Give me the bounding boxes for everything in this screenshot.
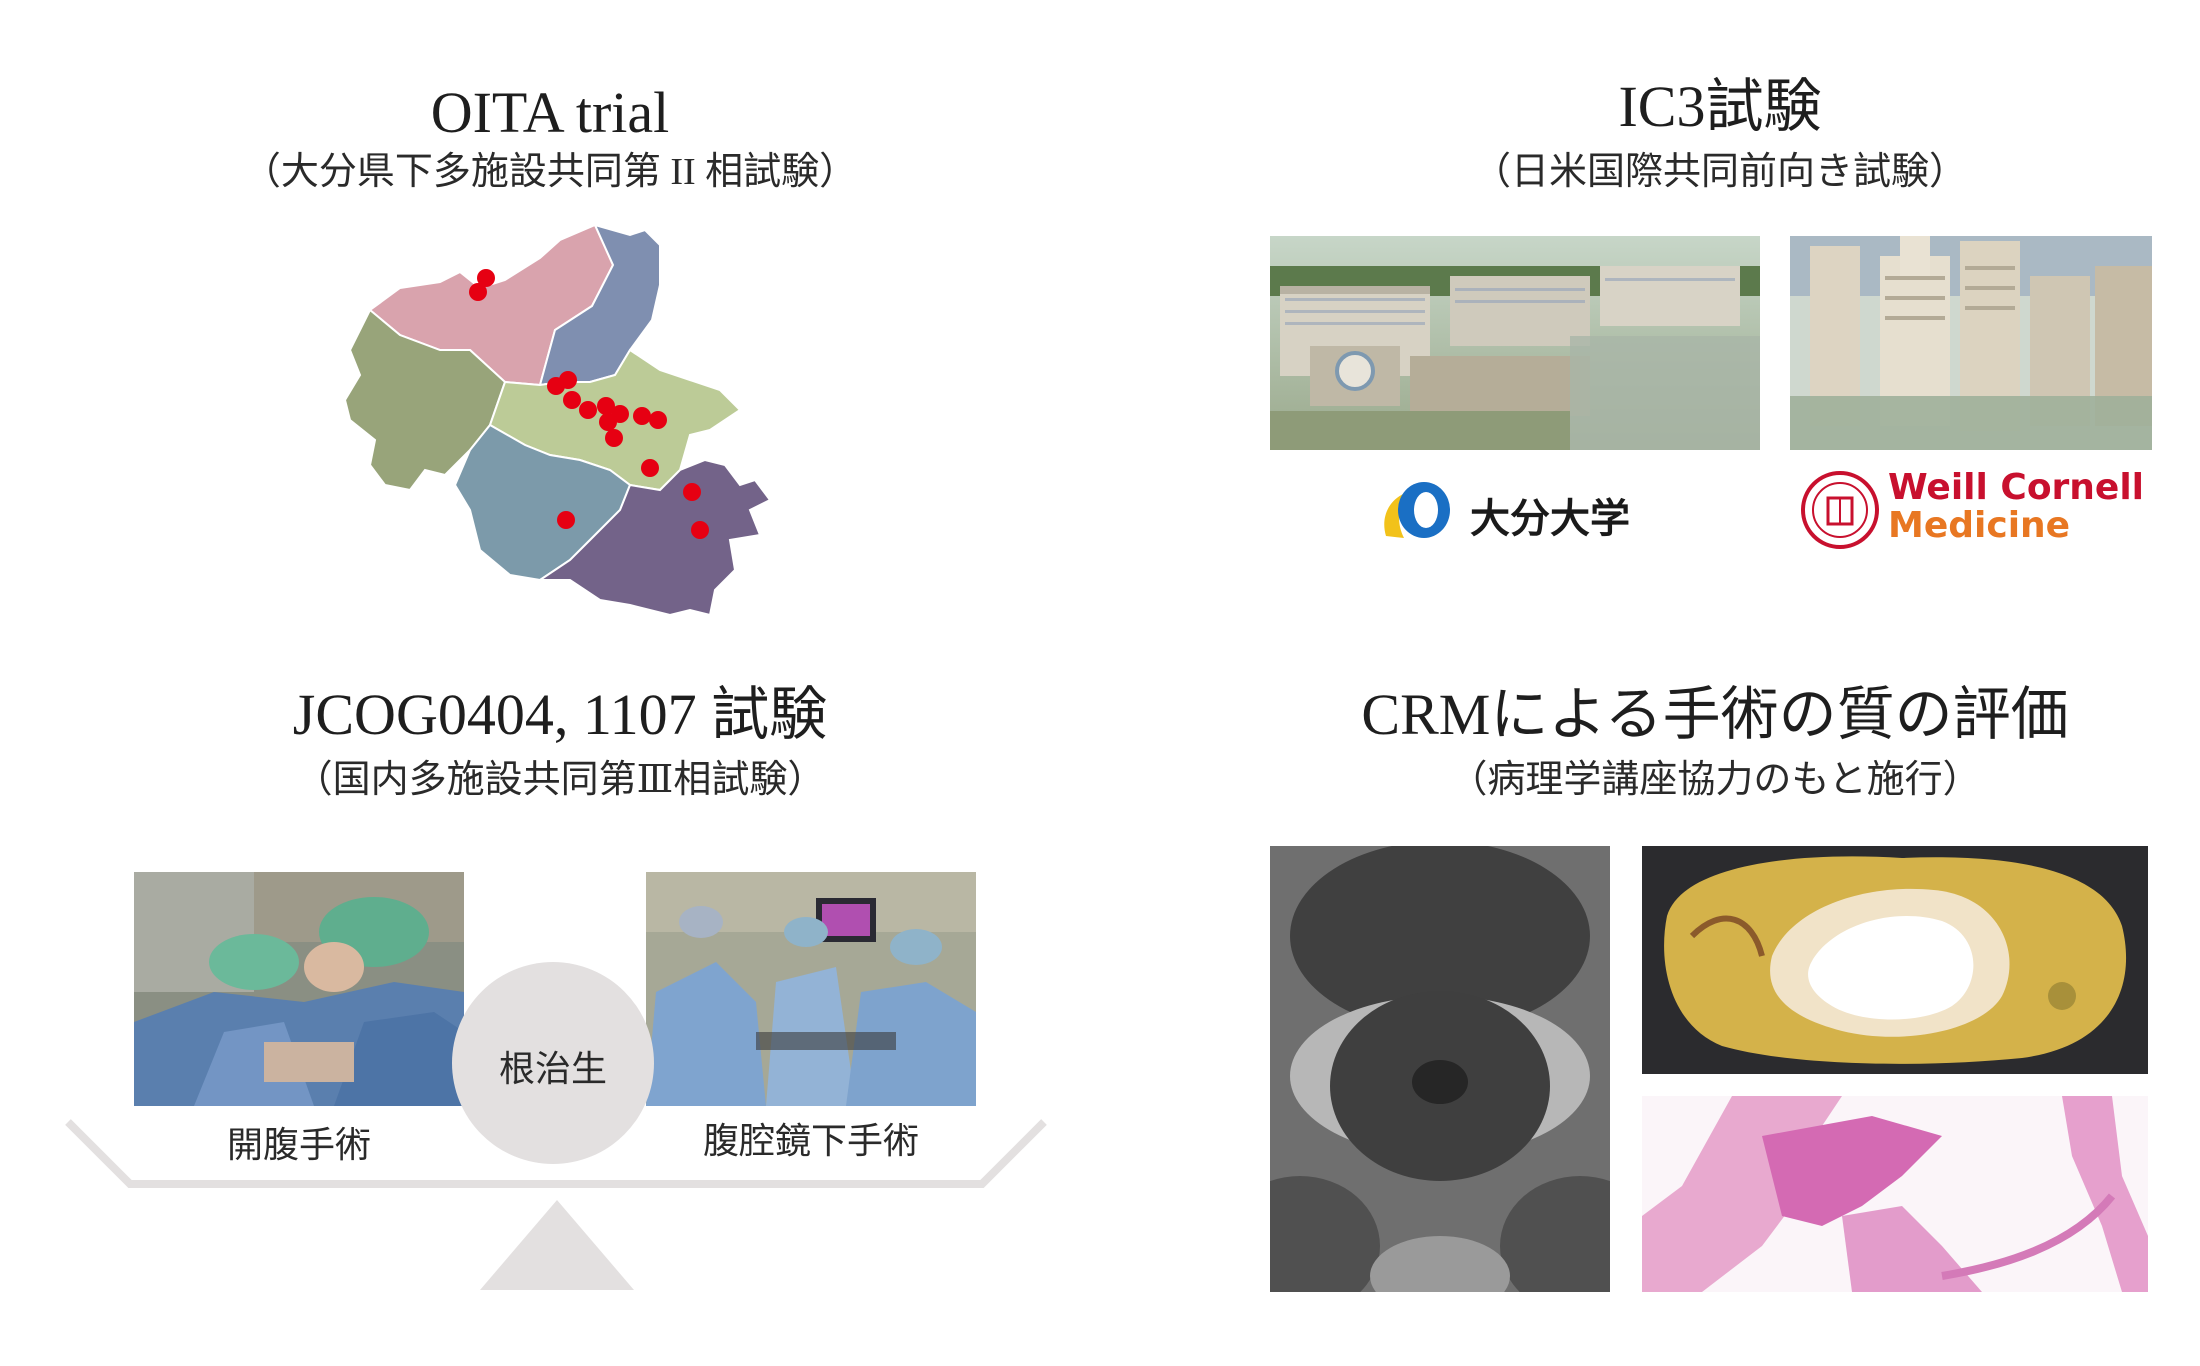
laparoscopic-surgery-photo [646, 872, 976, 1106]
laparoscopic-surgery-label: 腹腔鏡下手術 [702, 1121, 919, 1162]
map-marker [469, 283, 487, 301]
weill-cornell-medicine: Medicine [1888, 505, 2071, 546]
oita-university-name: 大分大学 [1470, 496, 1630, 542]
seesaw-fulcrum [480, 1200, 634, 1290]
center-circle [452, 962, 654, 1164]
open-surgery-photo [134, 872, 464, 1106]
map-marker [683, 483, 701, 501]
weill-cornell-hospital-photo [1790, 236, 2152, 450]
map-marker [559, 371, 577, 389]
map-marker [477, 269, 495, 287]
map-marker [599, 413, 617, 431]
map-markers [469, 269, 709, 539]
oita-university-hospital-photo [1270, 236, 1760, 450]
center-circle-label: 根治生 [498, 1049, 607, 1090]
map-marker [563, 391, 581, 409]
resected-specimen-photo [1642, 846, 2148, 1074]
oita-trial-title: OITA trial [430, 80, 670, 145]
crm-subtitle: （病理学講座協力のもと施行） [1449, 759, 1981, 801]
map-svg [343, 223, 772, 617]
map-marker [641, 459, 659, 477]
oita-university-emblem [1384, 482, 1450, 538]
crm-title: CRMによる手術の質の評価 [1361, 682, 2069, 747]
map-marker [691, 521, 709, 539]
map-marker [605, 429, 623, 447]
map-region-southeast [536, 458, 772, 617]
oita-prefecture-map [330, 210, 790, 630]
seesaw-diagram [65, 1119, 1047, 1290]
jcog-trial-title: JCOG0404, 1107 試験 [292, 682, 828, 747]
weill-cornell-logo: Weill Cornell Medicine [1800, 466, 2160, 552]
seesaw-beam [65, 1119, 1047, 1188]
open-surgery-label: 開腹手術 [226, 1125, 371, 1166]
oita-university-logo: 大分大学 [1378, 476, 1658, 546]
map-marker [649, 411, 667, 429]
cornell-seal-icon [1801, 471, 1879, 549]
jcog-trial-subtitle: （国内多施設共同第Ⅲ相試験） [294, 759, 826, 801]
ic3-trial-subtitle: （日米国際共同前向き試験） [1472, 151, 1967, 193]
map-region-west [343, 308, 507, 492]
map-marker [557, 511, 575, 529]
weill-cornell-name: Weill Cornell [1888, 467, 2145, 508]
mri-image [1270, 846, 1610, 1292]
map-marker [597, 397, 615, 415]
oita-trial-subtitle: （大分県下多施設共同第 II 相試験） [242, 151, 858, 193]
ic3-trial-title: IC3試験 [1618, 74, 1822, 139]
histology-slide-image [1642, 1096, 2148, 1292]
map-marker [579, 401, 597, 419]
map-marker [633, 407, 651, 425]
